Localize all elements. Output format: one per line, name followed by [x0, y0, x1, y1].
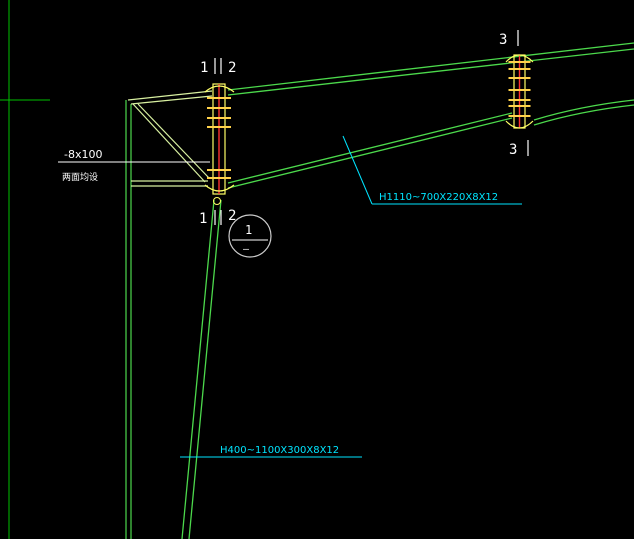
detail-callout-sheet: — [243, 244, 250, 255]
knee-bracing [127, 90, 213, 187]
rafter-top-flange [227, 42, 634, 96]
section-mark-ridge-bottom: 3 [509, 142, 517, 158]
ruler-bottom-text: 6000 [0, 435, 1, 453]
rafter-label-group: H1110~700X220X8X12 [342, 135, 522, 205]
section-mark-bottom-right: 2 [228, 208, 236, 224]
left-guide-lines: 1000 6000 [0, 0, 50, 539]
plate-label-group: -8x100 两面均设 [58, 148, 210, 183]
detail-callout: 1 — [228, 214, 272, 258]
knee-small-circle [213, 197, 221, 205]
inner-column [125, 100, 132, 539]
column-label-group: H400~1100X300X8X12 [180, 445, 362, 458]
ridge-splice-plate [505, 54, 534, 129]
plate-spec-text: -8x100 [64, 148, 102, 161]
section-mark-top-right: 2 [228, 60, 236, 76]
knee-end-plate [204, 83, 235, 195]
rafter-bottom-flange [227, 99, 634, 189]
detail-callout-number: 1 [245, 223, 252, 237]
section-marks-ridge: 3 3 [499, 30, 529, 158]
column-label-text: H400~1100X300X8X12 [220, 445, 339, 456]
ruler-top-text: 1000 [0, 3, 1, 21]
section-mark-bottom-left: 1 [199, 211, 207, 227]
ridge-bolts [508, 61, 531, 117]
main-column [181, 199, 222, 539]
knee-bolts [207, 97, 231, 179]
section-marks-knee: 1 2 1 2 [199, 58, 236, 227]
rafter-label-text: H1110~700X220X8X12 [379, 192, 498, 203]
section-mark-ridge-top: 3 [499, 32, 507, 48]
section-mark-top-left: 1 [200, 60, 208, 76]
plate-note-text: 两面均设 [62, 171, 98, 183]
